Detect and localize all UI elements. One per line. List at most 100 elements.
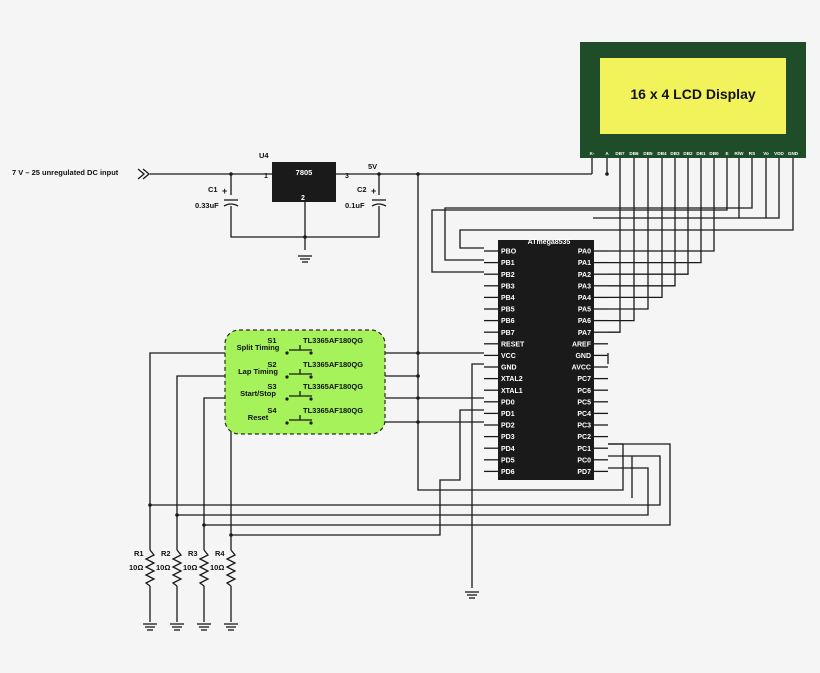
- resistor-value: 10Ω: [183, 563, 197, 572]
- power-input-label: 7 V – 25 unregulated DC input: [12, 168, 119, 177]
- lcd-title: 16 x 4 LCD Display: [630, 86, 755, 102]
- ground-icon: [465, 591, 479, 599]
- mcu-left-pin-0: PBO: [501, 249, 517, 256]
- mcu-left-pin-1: PB1: [501, 260, 515, 267]
- resistor-value: 10Ω: [129, 563, 143, 572]
- ground-icon: [197, 623, 211, 631]
- resistor-ref: R4: [215, 549, 225, 558]
- junction-dot: [416, 351, 420, 355]
- mcu-left-pin-5: PB5: [501, 307, 515, 314]
- mcu-right-pin-2: PA2: [578, 272, 591, 279]
- capacitor-c1-value: 0.33uF: [195, 201, 219, 210]
- lcd-pin-8: DB1: [696, 151, 706, 156]
- mcu-left-pin-3: PB3: [501, 283, 515, 290]
- lcd-pin-4: DB5: [643, 151, 653, 156]
- capacitor-c2-ref: C2: [357, 185, 367, 194]
- wire-lcd-data: [608, 158, 715, 252]
- mcu-left-pin-6: PB6: [501, 318, 515, 325]
- junction-dot: [148, 503, 152, 507]
- rail-5v-label: 5V: [368, 162, 377, 171]
- mcu-right-pin-19: PD7: [577, 469, 591, 476]
- wire-lcd-data: [608, 158, 649, 310]
- switch-ref: S1: [267, 336, 276, 345]
- switch-contact: [285, 375, 289, 379]
- mcu-right-pin-18: PC0: [577, 457, 591, 464]
- mcu-left-pin-19: PD6: [501, 469, 515, 476]
- capacitor-c1-plus: +: [222, 186, 227, 196]
- mcu-left-pin-18: PD5: [501, 457, 515, 464]
- lcd-pin-14: VDD: [774, 151, 784, 156]
- junction-dot: [303, 235, 307, 239]
- resistor-ref: R2: [161, 549, 171, 558]
- wire: [459, 158, 794, 249]
- switch-ref: S2: [267, 360, 276, 369]
- mcu-left-pin-15: PD2: [501, 423, 515, 430]
- mcu-left-pin-11: XTAL2: [501, 376, 523, 383]
- input-arrow-icon: [137, 168, 151, 180]
- mcu-right-pin-11: PC7: [577, 376, 591, 383]
- switch-contact: [309, 375, 313, 379]
- mcu-left-pin-16: PD3: [501, 434, 515, 441]
- regulator-ref: U4: [259, 151, 269, 160]
- wire: [177, 467, 649, 516]
- mcu-right-pin-1: PA1: [578, 260, 591, 267]
- regulator-pin-in: 1: [264, 173, 268, 180]
- mcu-left-pin-4: PB4: [501, 295, 515, 302]
- mcu-right-pin-0: PA0: [578, 249, 591, 256]
- switch-part: TL3365AF180QG: [303, 406, 363, 415]
- resistor-zigzag: [144, 549, 156, 587]
- regulator-part: 7805: [296, 168, 313, 177]
- wire: [230, 421, 287, 550]
- lcd-pin-9: DB0: [709, 151, 719, 156]
- wire: [150, 455, 661, 506]
- mcu-pin-labels: PBOPB1PB2PB3PB4PB5PB6PB7RESETVCCGNDXTAL2…: [484, 249, 608, 476]
- switch-label: Start/Stop: [240, 389, 276, 398]
- switch-panel: [224, 329, 386, 435]
- lcd-pin-11: R/W: [735, 151, 745, 156]
- resistor-ref: R3: [188, 549, 198, 558]
- mcu-right-pin-9: GND: [575, 353, 591, 360]
- switch-ref: S4: [267, 406, 277, 415]
- mcu-right-pin-15: PC3: [577, 423, 591, 430]
- mcu-left-pin-9: VCC: [501, 353, 516, 360]
- junction-dot: [605, 172, 609, 176]
- mcu-left-pin-17: PD4: [501, 446, 515, 453]
- capacitor-c2-plus: +: [371, 186, 376, 196]
- mcu-right-pin-7: PA7: [578, 330, 591, 337]
- junction-dot: [229, 172, 233, 176]
- junction-dot: [202, 523, 206, 527]
- mcu-right-pin-10: AVCC: [572, 365, 591, 372]
- capacitor-c1: C1 0.33uF +: [195, 185, 239, 210]
- switch-ref: S3: [267, 382, 276, 391]
- mcu-left-pin-8: RESET: [501, 341, 525, 348]
- capacitor-c2: C2 0.1uF +: [345, 185, 387, 210]
- wire: [459, 409, 484, 440]
- resistor-value: 10Ω: [156, 563, 170, 572]
- capacitor-c2-value: 0.1uF: [345, 201, 365, 210]
- switch-contact: [285, 421, 289, 425]
- mcu-right-pin-4: PA4: [578, 295, 591, 302]
- resistor-zigzag: [171, 549, 183, 587]
- switch-part: TL3365AF180QG: [303, 360, 363, 369]
- mcu-left-pin-14: PD1: [501, 411, 515, 418]
- wire-lcd-data: [608, 158, 676, 287]
- regulator-pin-out: 3: [345, 173, 349, 180]
- mcu-right-pin-8: AREF: [572, 341, 592, 348]
- mcu-left-pin-7: PB7: [501, 330, 515, 337]
- mcu-right-pin-17: PC1: [577, 446, 591, 453]
- mcu-right-pin-3: PA3: [578, 283, 591, 290]
- lcd-pin-13: Vo: [763, 151, 769, 156]
- wire-lcd-data: [608, 158, 621, 333]
- lcd-screen: [600, 58, 786, 134]
- lcd-pin-3: DB6: [629, 151, 639, 156]
- mcu-right-pin-16: PC2: [577, 434, 591, 441]
- wire: [231, 440, 461, 536]
- lcd-pin-7: DB2: [683, 151, 693, 156]
